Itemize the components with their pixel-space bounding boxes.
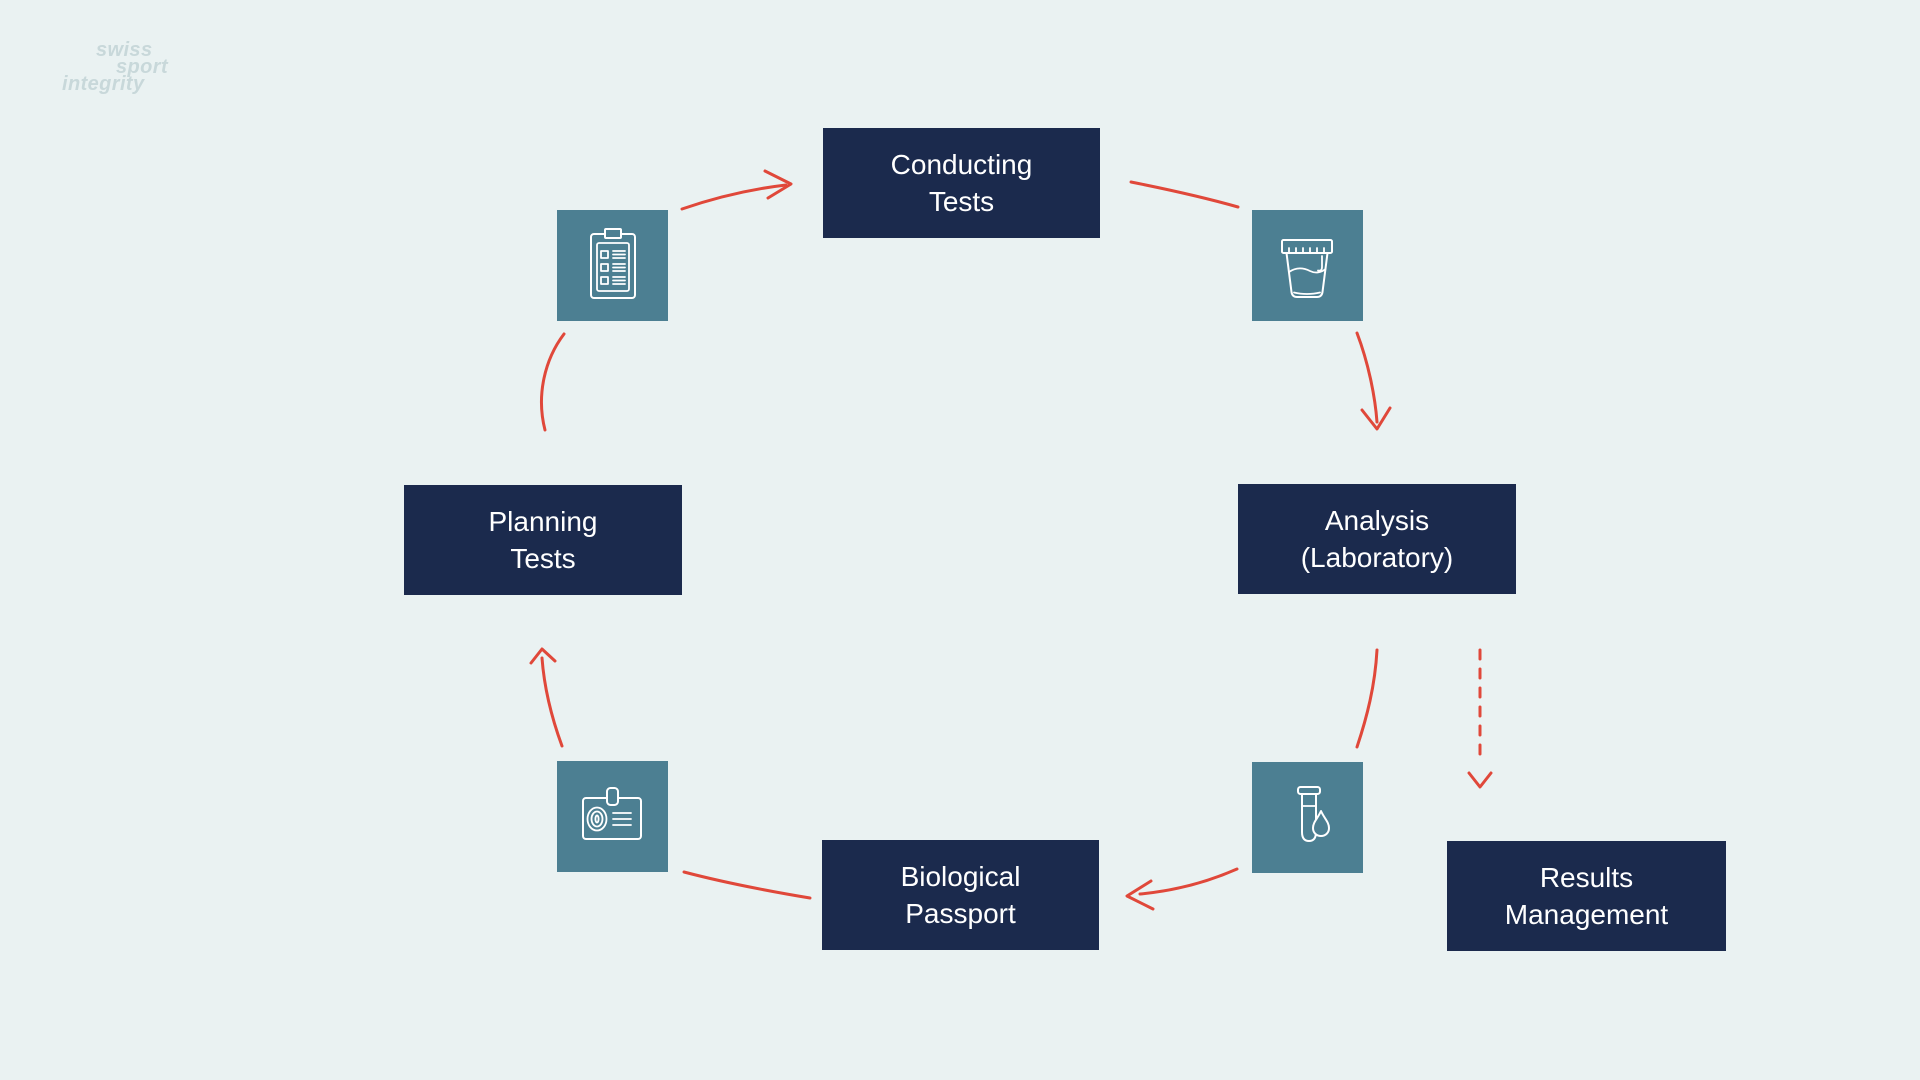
node-conducting-tests: Conducting Tests (823, 128, 1100, 238)
node-results-management: Results Management (1447, 841, 1726, 951)
tile-test-tube (1252, 762, 1363, 873)
arrowhead-left-icon (1125, 879, 1155, 911)
sample-cup-icon (1281, 239, 1333, 298)
node-planning-tests: Planning Tests (404, 485, 682, 595)
logo-line: integrity (62, 73, 145, 95)
arrow-planning-to-clipboard (539, 332, 566, 432)
node-biological-passport: Biological Passport (822, 840, 1099, 950)
arrow-badge-to-planning (540, 656, 564, 748)
arrow-biopassport-to-badge (682, 870, 812, 900)
arrowhead-down-dashed-icon (1467, 771, 1493, 789)
node-label-line: Tests (510, 543, 576, 574)
tile-sample-cup (1252, 210, 1363, 321)
node-label-line: Analysis (1324, 505, 1430, 536)
node-label-line: Biological (900, 861, 1021, 892)
node-label-line: Conducting (890, 149, 1033, 180)
tile-checklist (557, 210, 668, 321)
arrow-clipboard-to-conducting (680, 183, 788, 211)
arrowhead-right-icon (763, 169, 793, 200)
node-label-line: Passport (905, 898, 1016, 929)
logo-line: sport (116, 56, 168, 78)
node-analysis-laboratory: Analysis (Laboratory) (1238, 484, 1516, 594)
node-label-line: Tests (928, 186, 995, 217)
node-label-line: Planning (488, 506, 598, 537)
arrow-cup-to-analysis (1355, 331, 1379, 424)
logo-line: swiss (96, 39, 153, 61)
tile-id-badge (557, 761, 668, 872)
checklist-clipboard-icon (590, 228, 636, 299)
arrow-tube-to-biopassport (1138, 867, 1239, 896)
arrow-analysis-to-tube (1355, 648, 1379, 749)
swiss-sport-integrity-logo: swiss sport integrity (62, 39, 168, 95)
arrowhead-down-icon (1360, 406, 1392, 431)
node-label-line: Management (1504, 899, 1669, 930)
arrow-conducting-to-cup (1129, 180, 1240, 209)
node-label-line: (Laboratory) (1300, 542, 1454, 573)
id-card-fingerprint-icon (582, 787, 642, 840)
test-tube-droplet-icon (1297, 786, 1330, 842)
arrowhead-up-icon (529, 647, 557, 665)
node-label-line: Results (1539, 862, 1634, 893)
